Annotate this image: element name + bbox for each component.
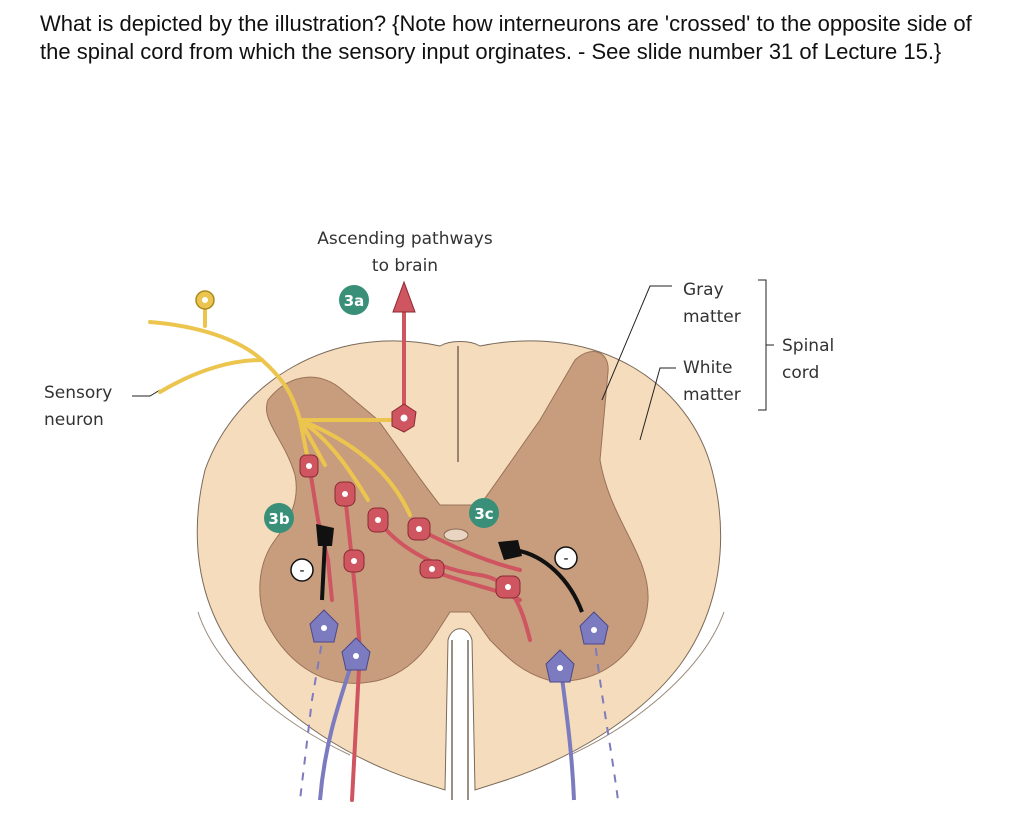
spinal-label-line2: cord	[782, 363, 820, 383]
svg-text:3c: 3c	[474, 505, 493, 523]
ascending-pathways-label: Ascending pathways to brain	[300, 226, 510, 280]
inhibitory-sign-left: -	[290, 558, 314, 582]
svg-text:3a: 3a	[344, 292, 365, 310]
svg-text:3b: 3b	[268, 510, 289, 528]
svg-text:-: -	[299, 563, 304, 579]
ascending-interneuron	[391, 280, 417, 433]
spinal-cord-label: Spinal cord	[782, 333, 834, 387]
ascending-label-line1: Ascending pathways	[317, 229, 493, 249]
white-label-line1: White	[683, 358, 733, 378]
inhibitory-sign-right: -	[554, 546, 578, 570]
sensory-neuron-leader	[132, 389, 161, 397]
svg-text:-: -	[563, 551, 568, 567]
gray-label-line2: matter	[683, 307, 741, 327]
badge-3b: 3b	[264, 503, 294, 533]
inhibitory-interneurons	[316, 524, 584, 613]
motor-neurons	[299, 609, 619, 801]
badge-3a: 3a	[339, 285, 369, 315]
white-matter-label: White matter	[683, 355, 741, 409]
ascending-label-line2: to brain	[371, 256, 439, 276]
white-matter-leader	[639, 367, 676, 441]
sensory-neuron	[148, 303, 412, 517]
question-text: What is depicted by the illustration? {N…	[40, 11, 972, 64]
gray-matter-leader	[601, 285, 672, 401]
spinal-label-line1: Spinal	[782, 336, 835, 356]
gray-label-line1: Gray	[683, 280, 724, 300]
ventral-fissure	[451, 640, 469, 800]
gray-matter-label: Gray matter	[683, 277, 741, 331]
sensory-neuron-label: Sensory neuron	[44, 380, 112, 434]
sensory-label-line2: neuron	[44, 410, 104, 430]
spinal-cord-bracket	[758, 279, 774, 411]
sensory-label-line1: Sensory	[44, 383, 113, 403]
cord-slab-edge	[197, 611, 351, 756]
white-label-line2: matter	[683, 385, 741, 405]
central-canal	[443, 528, 469, 542]
badge-3c: 3c	[469, 498, 499, 528]
sensory-nucleus	[202, 297, 208, 303]
cord-slab-edge-right	[569, 611, 725, 756]
interneuron-nuclei	[306, 463, 511, 590]
